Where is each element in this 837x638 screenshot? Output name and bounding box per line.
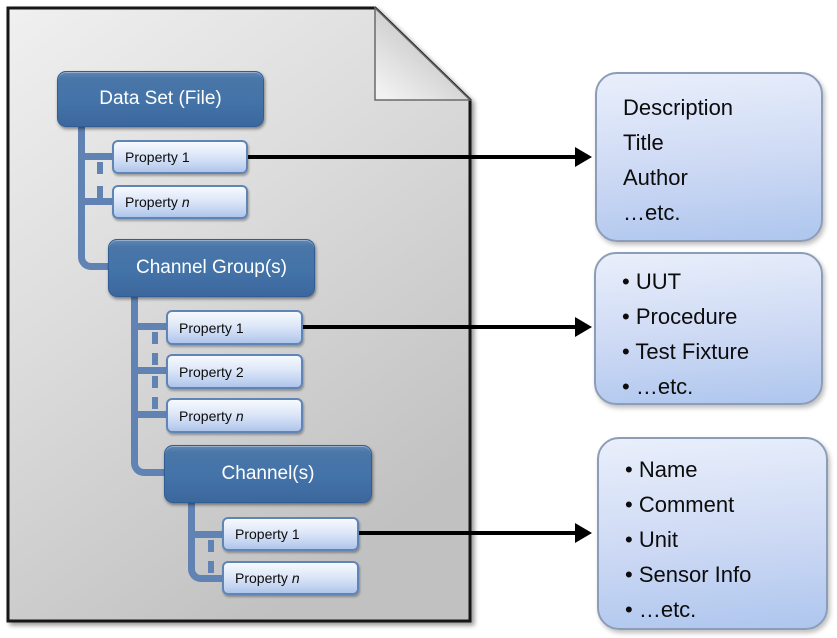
connector-group-props-ellipsis-1: [152, 332, 158, 365]
connector-channel-to-propn: [188, 501, 222, 582]
callout-group-properties: UUT Procedure Test Fixture …etc.: [594, 252, 823, 405]
callout-item: UUT: [622, 264, 811, 299]
node-channel-group-label: Channel Group(s): [135, 257, 288, 278]
folded-corner: [374, 6, 472, 101]
connector-channel-props-ellipsis: [208, 540, 214, 573]
connector-group-prop2: [137, 367, 166, 374]
callout-item: …etc.: [625, 592, 816, 627]
connector-group-props-ellipsis-2: [152, 376, 158, 409]
callout-item: Sensor Info: [625, 557, 816, 592]
callout-item: …etc.: [623, 200, 681, 225]
connector-group-prop1: [137, 323, 166, 330]
callout-item: Name: [625, 452, 816, 487]
callout-item: Procedure: [622, 299, 811, 334]
connector-file-propn: [84, 198, 112, 205]
callout-item: Title: [623, 130, 664, 155]
callout-item: Description: [623, 95, 734, 120]
arrow-channel-properties-icon: [359, 522, 592, 544]
node-channel: Channel(s): [164, 445, 372, 503]
arrow-group-properties-icon: [303, 316, 592, 338]
callout-item: Author: [623, 165, 688, 190]
arrow-file-properties-icon: [248, 146, 592, 168]
node-channel-group: Channel Group(s): [108, 239, 315, 297]
node-data-set-file-label: Data Set (File): [99, 88, 222, 109]
callout-file-properties: Description Title Author …etc.: [595, 72, 823, 242]
callout-item: Unit: [625, 522, 816, 557]
connector-file-to-group: [78, 123, 109, 270]
node-channel-label: Channel(s): [221, 463, 315, 484]
connector-file-props-ellipsis: [97, 162, 103, 198]
callout-item: Comment: [625, 487, 816, 522]
callout-channel-properties: Name Comment Unit Sensor Info …etc.: [597, 437, 828, 630]
connector-channel-prop1: [194, 531, 222, 538]
connector-group-propn: [137, 411, 166, 418]
connector-group-to-channel: [131, 295, 164, 476]
callout-item: …etc.: [622, 369, 811, 404]
callout-item: Test Fixture: [622, 334, 811, 369]
node-data-set-file: Data Set (File): [57, 71, 264, 127]
connector-file-prop1: [84, 153, 112, 160]
